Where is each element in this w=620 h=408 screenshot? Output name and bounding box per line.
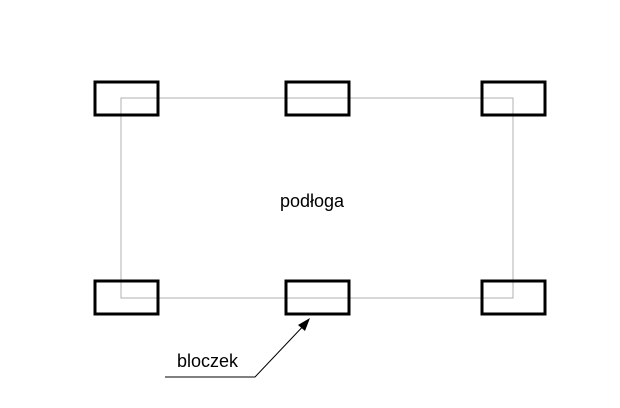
block-top-right (480, 80, 547, 117)
block-top-center (284, 80, 351, 117)
leader-arrow (165, 318, 310, 378)
block-bottom-left (93, 279, 160, 316)
block-bottom-center (284, 279, 351, 316)
floor-label: podłoga (280, 191, 345, 211)
block-top-left (93, 80, 160, 117)
floor-outline (120, 97, 514, 299)
block-label: bloczek (177, 351, 239, 371)
block-bottom-right (480, 279, 547, 316)
